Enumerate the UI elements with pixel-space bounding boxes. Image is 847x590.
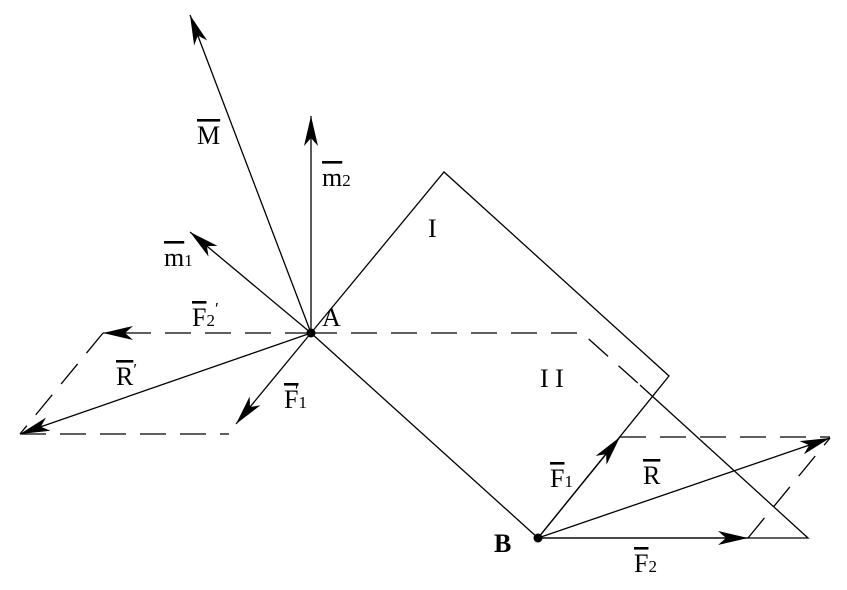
right-parallelogram-dash-2 [747,437,831,539]
label-plane-I: I [428,214,437,243]
left-parallelogram-dash-1 [19,332,104,435]
label-M: M [197,121,220,150]
R-vector [537,437,831,539]
F1-prime-vector [235,332,312,425]
label-F1-prime: F1′ [284,381,307,414]
label-R: R [643,461,661,490]
plane-2-edge [538,384,810,539]
point-A [306,328,316,338]
plane-1-edge [310,171,670,539]
M-vector [189,14,312,334]
label-R-prime: R′ [116,360,137,391]
plane-2-dashed-edge [311,332,641,386]
m1-vector [189,231,312,334]
label-F2: F2 [634,549,657,578]
label-A: A [322,303,341,332]
point-B [533,533,543,543]
label-m2: m2 [322,163,351,192]
label-F2-prime: F2′ [192,299,219,332]
label-m1: m1 [164,243,193,272]
F1-vector [537,436,621,539]
label-F1: F1 [550,464,573,493]
label-plane-II: I I [540,364,564,393]
label-B: B [494,529,511,558]
R-prime-vector [19,332,312,435]
